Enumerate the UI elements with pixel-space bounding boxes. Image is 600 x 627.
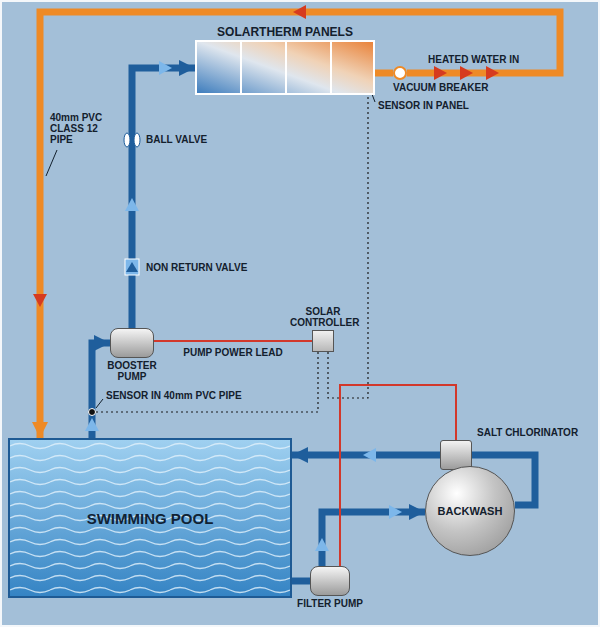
label-holder: SOLAR CONTROLLER (290, 306, 356, 328)
label-holder: 40mm PVC CLASS 12 PIPE (50, 112, 108, 145)
label-holder: BALL VALVE (146, 134, 207, 145)
label-holder: SENSOR IN PANEL (378, 100, 469, 111)
flow-arrow (363, 448, 376, 462)
part-label: SOLARTHERM PANELS (217, 26, 353, 39)
flow-arrow (293, 5, 306, 19)
part-label: FILTER PUMP (297, 598, 363, 609)
callout-label: NON RETURN VALVE (146, 262, 247, 273)
part-label: VACUUM BREAKER (393, 82, 488, 93)
callout-label: SENSOR IN PANEL (378, 100, 469, 111)
backwash-filter: BACKWASH (425, 466, 515, 556)
vacuum-breaker: VACUUM BREAKER (393, 66, 407, 80)
label-holder: NON RETURN VALVE (146, 262, 247, 273)
flow-arrow (159, 61, 172, 75)
callout-label: HEATED WATER IN (428, 54, 519, 65)
solar-panel: SOLARTHERM PANELS (195, 40, 375, 95)
label-holder: BOOSTER PUMP (104, 360, 160, 382)
flow-arrow (125, 198, 139, 211)
label-holder: HEATED WATER IN (428, 54, 519, 65)
part-label: SOLAR CONTROLLER (290, 306, 356, 328)
ball-valve-symbol (124, 133, 130, 147)
flow-arrow (85, 418, 99, 431)
power-lead (154, 340, 312, 342)
heated-pipe (40, 12, 560, 438)
label-holder: SALT CHLORINATOR (477, 427, 578, 438)
ball-valve-symbol (134, 133, 140, 147)
wave-fill (10, 440, 290, 596)
label-holder: VACUUM BREAKER (393, 82, 488, 93)
part-label: BOOSTER PUMP (104, 360, 160, 382)
leader-line (96, 399, 103, 408)
callout-label: 40mm PVC CLASS 12 PIPE (50, 112, 108, 145)
label-holder: PUMP POWER LEAD (183, 347, 282, 358)
callout-label: BALL VALVE (146, 134, 207, 145)
leader-line (46, 150, 57, 176)
part-label: SALT CHLORINATOR (477, 427, 578, 438)
filter-pump: FILTER PUMP (310, 566, 350, 596)
flow-arrow (460, 66, 473, 80)
booster-pump: BOOSTER PUMP (110, 328, 154, 358)
filter-pipe (322, 512, 425, 566)
sensor-wire (328, 86, 368, 398)
flow-arrow (434, 66, 447, 80)
flow-arrow (389, 505, 402, 519)
non-return-valve-symbol (125, 259, 139, 275)
flow-arrow (33, 294, 47, 307)
sensor-wire (96, 352, 318, 412)
part-label: BACKWASH (438, 505, 503, 517)
label-holder: SOLARTHERM PANELS (217, 26, 353, 39)
filter-pipe (292, 578, 310, 585)
flow-arrow (315, 538, 329, 551)
solar-controller: SOLAR CONTROLLER (312, 330, 334, 352)
callout-label: SENSOR IN 40mm PVC PIPE (106, 390, 242, 401)
label-holder: SWIMMING POOL (10, 440, 290, 596)
sensor-marker (89, 409, 96, 416)
label-holder: SENSOR IN 40mm PVC PIPE (106, 390, 242, 401)
edge-label: PUMP POWER LEAD (183, 347, 282, 358)
label-holder: BACKWASH (426, 467, 514, 555)
swimming-pool: SWIMMING POOL (8, 438, 292, 598)
part-label: SWIMMING POOL (87, 510, 214, 527)
non-return-valve-symbol (126, 262, 138, 272)
label-holder: FILTER PUMP (297, 598, 363, 609)
heated-pipe (375, 70, 393, 77)
flow-arrow (486, 66, 499, 80)
cold-pipe (132, 68, 195, 328)
